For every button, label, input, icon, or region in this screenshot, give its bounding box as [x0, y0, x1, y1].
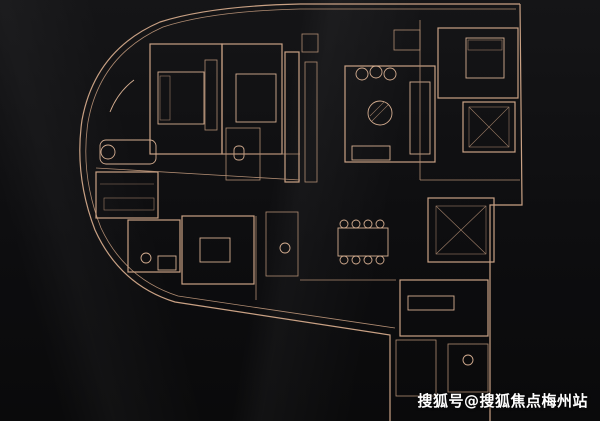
- bed-west: [157, 71, 205, 125]
- maid-bath: [447, 343, 489, 393]
- study-desk: [199, 237, 231, 263]
- dining-table: [337, 227, 389, 257]
- living-room: [344, 65, 436, 163]
- outer-wall-east: [489, 3, 523, 421]
- round-table-hatch-2: [369, 101, 385, 117]
- elevator-2-x2: [435, 205, 487, 255]
- lounge-curve-shelf: [109, 79, 135, 113]
- bedroom-west-closet: [204, 59, 218, 131]
- lounge-sofa: [99, 139, 157, 165]
- dining-chair-6: [351, 255, 361, 265]
- outer-wall-inner: [85, 8, 516, 329]
- bathtub-west: [157, 255, 177, 271]
- dining-chair-5: [339, 255, 349, 265]
- armchair-2: [369, 65, 383, 79]
- elevator-1-car: [468, 106, 510, 148]
- toilet-service: [279, 242, 291, 254]
- bed-northeast-pillows: [467, 39, 503, 51]
- corridor-wall-b: [301, 33, 319, 53]
- dining-chair-8: [375, 255, 385, 265]
- dining-chair-3: [363, 219, 373, 229]
- dining-chair-1: [339, 219, 349, 229]
- elevator-1: [462, 101, 516, 153]
- watermark-text: 搜狐号@搜狐焦点梅州站: [417, 392, 588, 410]
- bed-west-pillows: [159, 75, 171, 121]
- toilet-center: [233, 145, 245, 161]
- toilet-west: [140, 252, 152, 264]
- partition-2: [95, 167, 301, 181]
- study-room: [181, 215, 255, 285]
- bathroom-west: [127, 219, 181, 273]
- service-bath: [265, 211, 299, 277]
- round-table: [367, 100, 393, 126]
- lounge-chair: [100, 144, 116, 160]
- bed-northeast: [465, 37, 505, 79]
- bedroom-northeast: [437, 27, 519, 99]
- dining-chair-2: [351, 219, 361, 229]
- dresser-northeast: [393, 29, 421, 51]
- maid-room: [395, 339, 437, 397]
- corridor-wall-a: [284, 51, 300, 183]
- armchair-1: [355, 67, 369, 81]
- kitchen-counter: [407, 295, 455, 311]
- round-table-hatch: [371, 104, 389, 122]
- outer-wall: [79, 3, 520, 421]
- armchair-3: [383, 67, 397, 81]
- bedroom-west: [149, 43, 223, 155]
- dining-chair-4: [375, 219, 385, 229]
- toilet-maid: [462, 354, 474, 366]
- kitchen-east: [399, 279, 489, 337]
- bed-center: [235, 73, 277, 123]
- coffee-table: [351, 145, 391, 161]
- elevator-1-x2: [468, 106, 510, 148]
- dining-chair-7: [363, 255, 373, 265]
- corridor-wall-c: [304, 61, 318, 183]
- elevator-2-car: [435, 205, 487, 255]
- closet-west: [95, 171, 159, 219]
- closet-shelves: [103, 197, 155, 211]
- elevator-2: [427, 197, 495, 263]
- bedroom-center: [221, 43, 283, 155]
